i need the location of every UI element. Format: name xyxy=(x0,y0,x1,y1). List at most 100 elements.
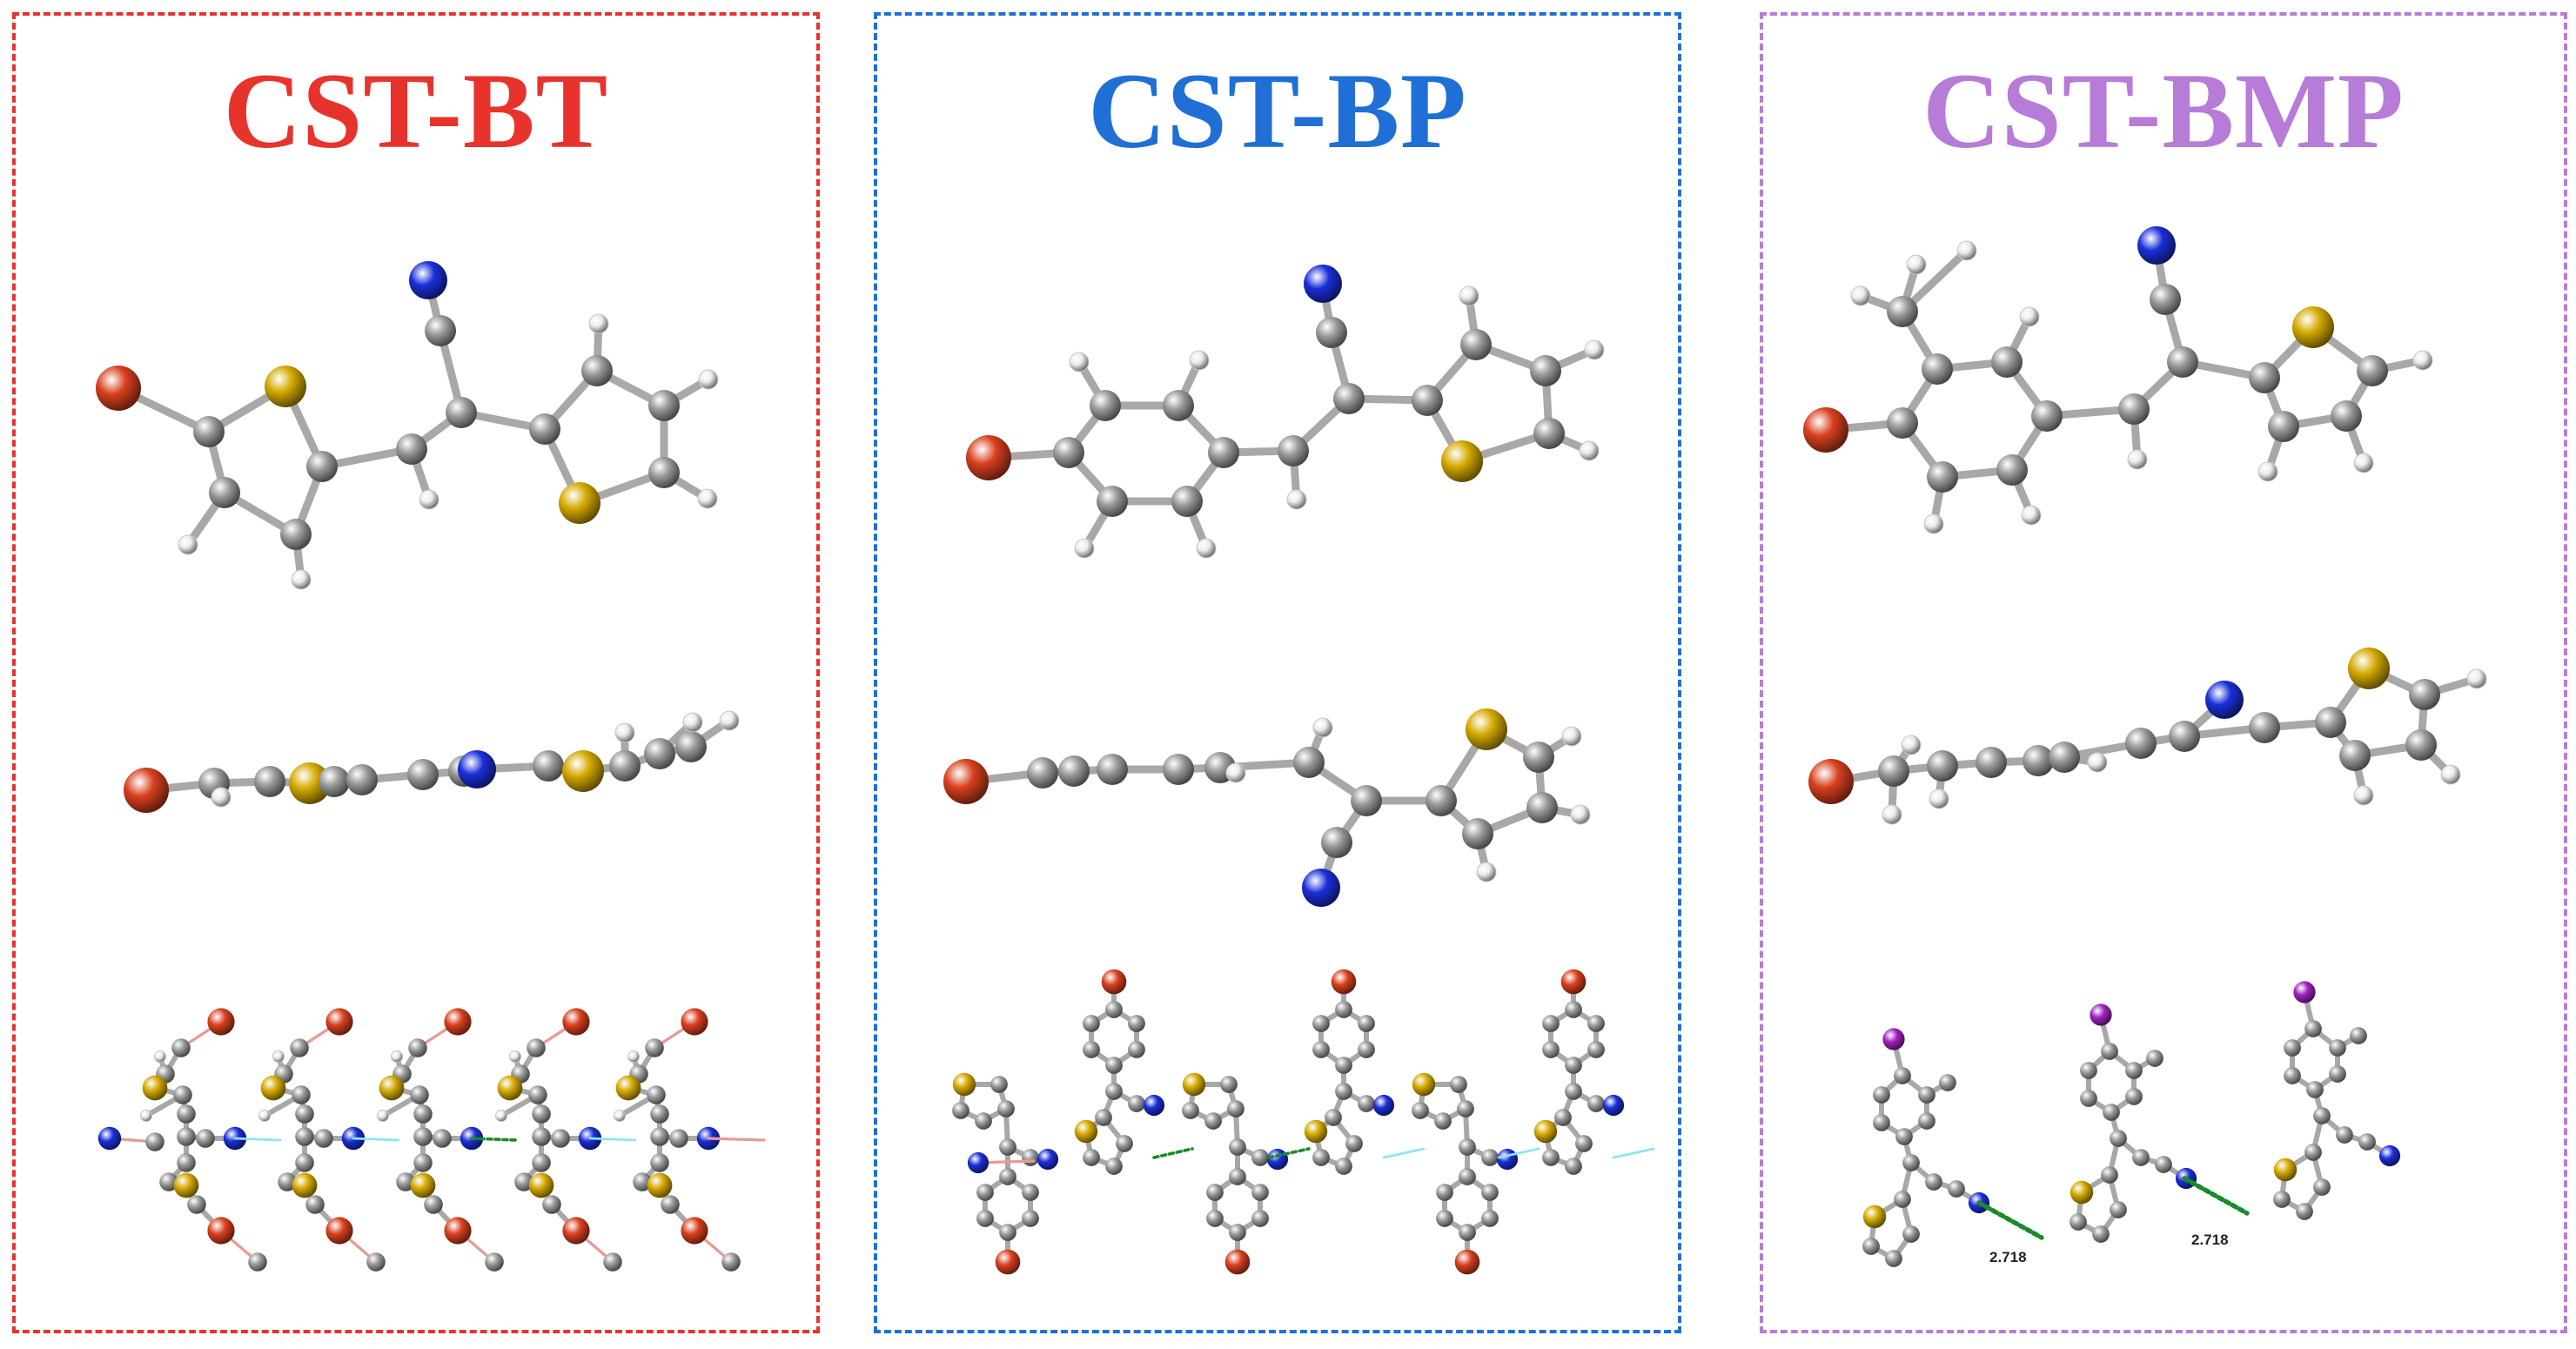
crystal-packing-unit xyxy=(1533,969,1625,1175)
carbon-atom xyxy=(1251,1184,1269,1201)
carbon-atom xyxy=(1251,1210,1269,1227)
sulfur-atom xyxy=(260,1075,286,1101)
carbon-atom xyxy=(346,764,378,795)
iodine-atom xyxy=(2090,1003,2112,1026)
carbon-atom xyxy=(2315,707,2346,738)
packing-contact xyxy=(352,1137,400,1142)
packing-contact xyxy=(707,1137,766,1142)
carbon-atom xyxy=(1450,1076,1467,1093)
hydrogen-atom xyxy=(2127,449,2148,470)
molecule-side-view xyxy=(124,710,740,813)
bromine-atom xyxy=(444,1008,472,1036)
carbon-atom xyxy=(976,1210,994,1227)
carbon-atom xyxy=(644,738,675,769)
carbon-atom xyxy=(650,1104,669,1124)
bromine-atom xyxy=(966,435,1011,480)
nitrogen-atom xyxy=(1143,1094,1165,1117)
carbon-atom xyxy=(514,1172,533,1191)
packing-contact xyxy=(2182,1176,2250,1216)
hydrogen-atom xyxy=(258,1109,272,1123)
panel-title: CST-BT xyxy=(223,51,609,171)
carbon-atom xyxy=(1459,1138,1476,1156)
carbon-atom xyxy=(721,1252,741,1272)
carbon-atom xyxy=(1948,1180,1965,1198)
nitrogen-atom xyxy=(967,1151,989,1174)
carbon-atom xyxy=(648,390,680,421)
hydrogen-atom xyxy=(2257,461,2278,482)
crystal-packing-unit xyxy=(2070,1003,2197,1243)
sulfur-atom xyxy=(1304,1119,1328,1144)
sulfur-atom xyxy=(142,1075,168,1101)
carbon-atom xyxy=(1220,1076,1238,1093)
carbon-atom xyxy=(177,1104,196,1124)
sulfur-atom xyxy=(1412,1072,1436,1097)
carbon-atom xyxy=(2031,400,2063,432)
carbon-atom xyxy=(1095,1109,1112,1126)
bromine-atom xyxy=(96,366,141,411)
carbon-atom xyxy=(645,1038,664,1057)
bromine-atom xyxy=(1331,969,1357,995)
carbon-atom xyxy=(295,1153,314,1172)
crystal-packing-unit xyxy=(1862,1028,1990,1267)
carbon-atom xyxy=(661,1195,680,1214)
carbon-atom xyxy=(1878,755,1909,787)
hydrogen-atom xyxy=(2019,306,2040,327)
carbon-atom xyxy=(485,1252,504,1272)
carbon-atom xyxy=(1208,437,1239,468)
carbon-atom xyxy=(1927,461,1958,493)
crystal-packing-unit xyxy=(613,1008,741,1272)
carbon-atom xyxy=(1460,329,1492,360)
carbon-atom xyxy=(396,1172,415,1191)
carbon-atom xyxy=(1565,1001,1582,1018)
carbon-atom xyxy=(1873,1114,1890,1131)
carbon-atom xyxy=(1312,1015,1330,1032)
bromine-atom xyxy=(943,759,989,804)
carbon-atom xyxy=(1053,437,1084,468)
hydrogen-atom xyxy=(1459,285,1479,306)
carbon-atom xyxy=(2070,1213,2087,1231)
bromine-atom xyxy=(207,1217,235,1245)
carbon-atom xyxy=(650,1153,669,1172)
carbon-atom xyxy=(1229,1224,1246,1241)
carbon-atom xyxy=(1083,1015,1100,1032)
carbon-atom xyxy=(2268,411,2299,442)
molecule-view-cst-bmp: 2.718 2.718 xyxy=(1803,226,2487,1267)
carbon-atom xyxy=(609,750,641,782)
carbon-atom xyxy=(1457,1100,1474,1117)
carbon-atom xyxy=(177,1153,196,1172)
carbon-atom xyxy=(2080,1062,2097,1079)
carbon-atom xyxy=(1918,1086,1935,1104)
carbon-atom xyxy=(2103,1104,2120,1121)
hydrogen-bond xyxy=(233,1137,282,1142)
nitrogen-atom xyxy=(1372,1094,1395,1117)
hydrogen-bond xyxy=(1976,1200,2044,1240)
sulfur-atom xyxy=(559,482,600,524)
carbon-atom xyxy=(1128,1041,1145,1058)
carbon-atom xyxy=(2357,355,2388,386)
carbon-atom xyxy=(1922,353,1953,385)
carbon-atom xyxy=(1902,1154,1920,1171)
hydrogen-bond xyxy=(1382,1147,1426,1159)
carbon-atom xyxy=(675,731,707,762)
carbon-atom xyxy=(209,477,240,508)
carbon-atom xyxy=(1206,1184,1224,1201)
distance-label: 2.718 xyxy=(1989,1249,2027,1265)
hydrogen-atom xyxy=(698,369,719,390)
carbon-atom xyxy=(1887,296,1918,327)
molecule-view-cst-bp xyxy=(943,265,1655,1275)
carbon-atom xyxy=(1918,1112,1935,1130)
carbon-atom xyxy=(280,519,312,550)
carbon-atom xyxy=(1927,750,1958,782)
hydrogen-atom xyxy=(291,569,312,590)
carbon-atom xyxy=(2125,728,2157,759)
molecule-side-view xyxy=(943,708,1591,907)
bromine-atom xyxy=(325,1008,353,1036)
hydrogen-bond xyxy=(1267,1147,1311,1159)
hydrogen-bond xyxy=(1497,1147,1540,1159)
carbon-atom xyxy=(1885,1250,1902,1267)
carbon-atom xyxy=(159,1172,178,1191)
hydrogen-atom xyxy=(1956,240,1977,261)
carbon-atom xyxy=(1587,1015,1605,1032)
carbon-atom xyxy=(396,433,427,465)
carbon-atom xyxy=(1565,1057,1582,1074)
